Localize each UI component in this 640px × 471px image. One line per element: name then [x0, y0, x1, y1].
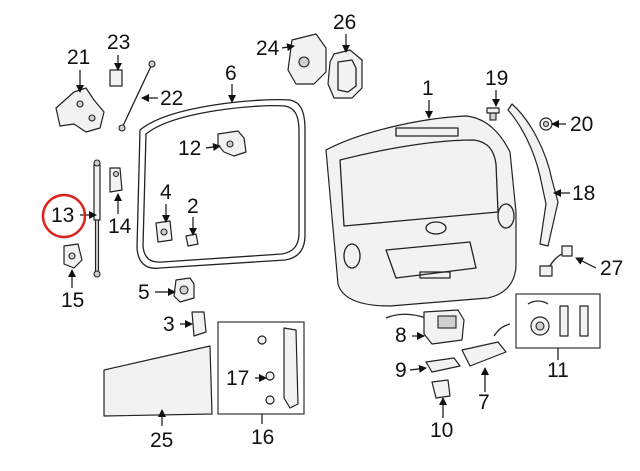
callout-27: 27 [600, 257, 624, 280]
cap [191, 311, 207, 337]
cover-panel [327, 49, 363, 99]
callout-21: 21 [67, 46, 91, 69]
fastener-kit [257, 327, 299, 409]
bolt [486, 107, 500, 121]
lower-bracket [63, 243, 83, 269]
latch-bracket [217, 130, 247, 157]
callout-13: 13 [51, 204, 75, 227]
callout-14: 14 [108, 215, 132, 238]
small-bracket [431, 379, 451, 399]
hinge [55, 87, 105, 133]
callout-6: 6 [225, 62, 237, 85]
callout-7: 7 [478, 391, 490, 414]
callout-22: 22 [160, 87, 184, 110]
callout-16: 16 [251, 426, 275, 449]
trim-panel [287, 33, 327, 85]
callout-12: 12 [178, 137, 202, 160]
callout-10: 10 [430, 419, 454, 442]
handle-pad [425, 357, 461, 373]
liftgate [325, 115, 517, 307]
harness [539, 245, 573, 277]
weatherstrip-seal [136, 99, 306, 269]
callout-1: 1 [422, 77, 434, 100]
callout-20: 20 [570, 113, 594, 136]
fastener-kit-box [217, 321, 305, 415]
side-molding [507, 103, 559, 247]
callout-11: 11 [547, 359, 569, 382]
callout-19: 19 [485, 67, 509, 90]
callout-26: 26 [333, 11, 357, 34]
gas-strut [93, 159, 101, 278]
latch-actuator [385, 309, 465, 345]
lock-set [527, 300, 589, 337]
callout-4: 4 [160, 181, 172, 204]
outside-handle [461, 323, 511, 367]
callout-2: 2 [187, 195, 199, 218]
callout-23: 23 [107, 31, 131, 54]
stop-bumper [155, 220, 173, 243]
callout-24: 24 [256, 37, 280, 60]
callout-9: 9 [395, 359, 407, 382]
strut-bracket [109, 167, 123, 193]
callout-3: 3 [163, 313, 175, 336]
callout-25: 25 [150, 429, 174, 452]
callout-5: 5 [138, 281, 150, 304]
lock-cylinder [173, 277, 195, 303]
callout-15: 15 [61, 289, 85, 312]
trim-board [103, 345, 213, 417]
clip [109, 69, 123, 87]
highlight-circle [41, 193, 87, 239]
support-rod [118, 60, 156, 132]
cushion [185, 233, 199, 247]
grommet [539, 117, 553, 131]
leader-lines [68, 34, 597, 426]
callout-8: 8 [395, 324, 407, 347]
callout-18: 18 [572, 182, 596, 205]
callout-17: 17 [226, 367, 250, 390]
